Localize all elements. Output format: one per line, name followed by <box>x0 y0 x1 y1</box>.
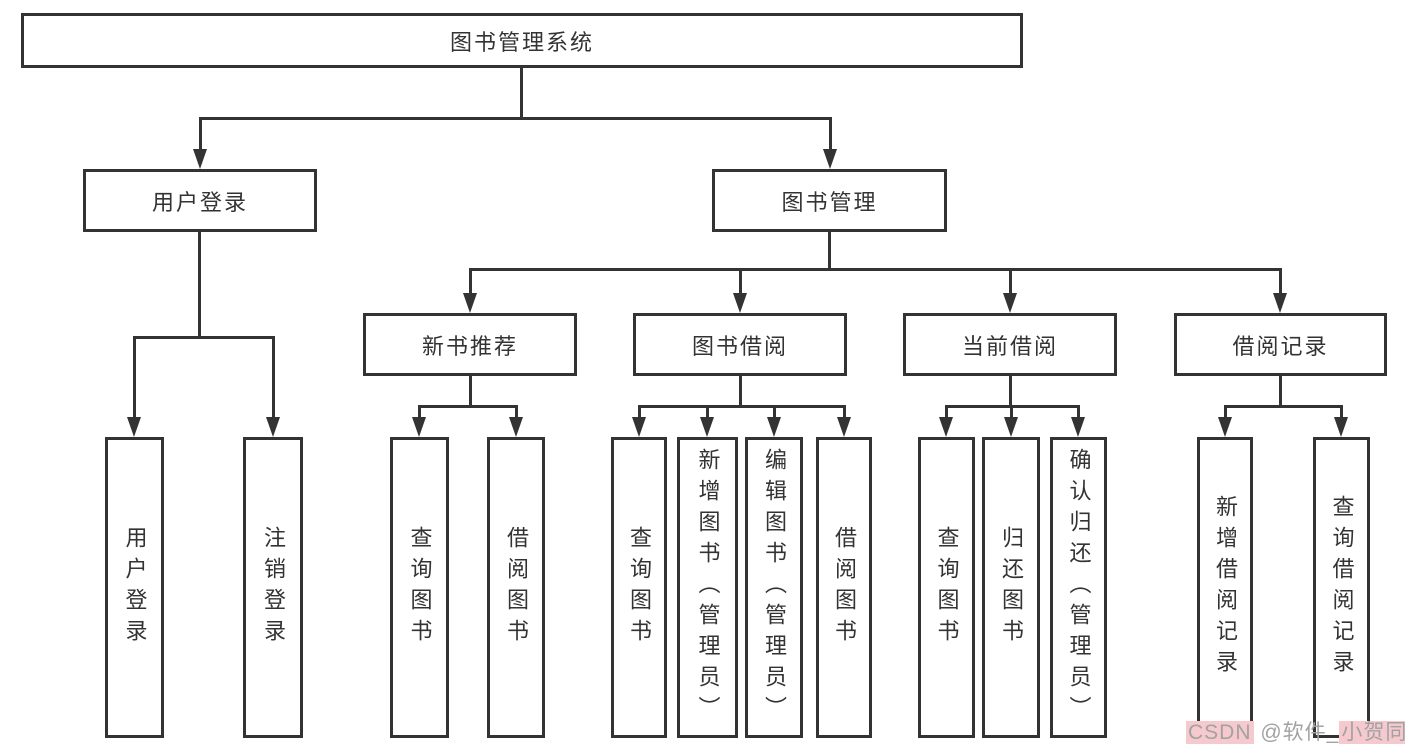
connector-line <box>739 268 742 293</box>
connector-line <box>945 405 948 417</box>
leaf-records-query: 查询借阅记录 <box>1313 437 1370 738</box>
arrow-down-icon <box>1273 293 1287 313</box>
node-borrow-records: 借阅记录 <box>1174 313 1387 376</box>
leaf-logout: 注销登录 <box>243 437 303 738</box>
node-current-borrow: 当前借阅 <box>903 313 1117 376</box>
node-book-borrow-label: 图书借阅 <box>691 333 788 359</box>
watermark-segment: @软件_ <box>1253 721 1340 744</box>
node-root: 图书管理系统 <box>21 13 1023 68</box>
connector-line <box>638 405 641 417</box>
leaf-borrow-add-label: 新增图书（管理员） <box>695 448 721 727</box>
leaf-current-confirm-label: 确认归还（管理员） <box>1066 448 1092 727</box>
connector-line <box>418 405 518 408</box>
arrow-down-icon <box>193 149 207 169</box>
arrow-down-icon <box>463 293 477 313</box>
connector-line <box>1340 405 1343 417</box>
arrow-down-icon <box>266 417 280 437</box>
connector-line <box>469 268 1282 271</box>
arrow-down-icon <box>767 417 781 437</box>
connector-line <box>1279 268 1282 293</box>
connector-line <box>773 405 776 417</box>
arrow-down-icon <box>1071 417 1085 437</box>
leaf-records-add-label: 新增借阅记录 <box>1213 494 1238 681</box>
leaf-newbook-query-label: 查询图书 <box>407 525 433 650</box>
connector-line <box>638 405 846 408</box>
arrow-down-icon <box>509 417 523 437</box>
leaf-borrow-query: 查询图书 <box>611 437 667 738</box>
node-book-borrow: 图书借阅 <box>633 313 847 376</box>
leaf-records-add: 新增借阅记录 <box>1197 437 1253 738</box>
connector-line <box>1009 376 1012 405</box>
node-root-label: 图书管理系统 <box>449 29 594 55</box>
leaf-records-query-label: 查询借阅记录 <box>1329 494 1355 681</box>
arrow-down-icon <box>632 417 646 437</box>
connector-line <box>520 68 523 117</box>
node-new-book-recommend-label: 新书推荐 <box>421 333 518 359</box>
connector-line <box>469 268 472 293</box>
connector-line <box>199 117 832 120</box>
leaf-current-query-label: 查询图书 <box>934 525 960 650</box>
node-book-mgmt-label: 图书管理 <box>781 189 878 215</box>
node-user-login: 用户登录 <box>83 169 317 232</box>
connector-line <box>1077 405 1080 417</box>
leaf-logout-label: 注销登录 <box>261 525 286 650</box>
connector-line <box>706 405 709 417</box>
connector-line <box>1279 376 1282 405</box>
leaf-current-return: 归还图书 <box>982 437 1040 738</box>
leaf-borrow-borrow-label: 借阅图书 <box>832 525 857 650</box>
arrow-down-icon <box>127 417 141 437</box>
csdn-watermark: CSDN @软件_小贺同学 <box>1186 716 1405 746</box>
connector-line <box>1224 405 1343 408</box>
connector-line <box>133 336 275 339</box>
watermark-segment: 小贺同学 <box>1339 721 1405 744</box>
leaf-newbook-query: 查询图书 <box>390 437 449 738</box>
connector-line <box>1009 268 1012 293</box>
node-new-book-recommend: 新书推荐 <box>363 313 577 376</box>
node-borrow-records-label: 借阅记录 <box>1232 333 1329 359</box>
leaf-newbook-borrow: 借阅图书 <box>487 437 545 738</box>
connector-line <box>515 405 518 417</box>
node-current-borrow-label: 当前借阅 <box>961 333 1058 359</box>
connector-line <box>1224 405 1227 417</box>
connector-line <box>843 405 846 417</box>
node-book-mgmt: 图书管理 <box>712 169 947 232</box>
connector-line <box>272 336 275 417</box>
arrow-down-icon <box>939 417 953 437</box>
leaf-borrow-edit-label: 编辑图书（管理员） <box>762 448 787 727</box>
arrow-down-icon <box>700 417 714 437</box>
arrow-down-icon <box>733 293 747 313</box>
connector-line <box>739 376 742 407</box>
arrow-down-icon <box>1334 417 1348 437</box>
watermark-segment: CSDN <box>1186 721 1254 744</box>
leaf-current-return-label: 归还图书 <box>999 525 1024 650</box>
leaf-user-login-label: 用户登录 <box>122 525 148 650</box>
connector-line <box>828 232 831 268</box>
arrow-down-icon <box>412 417 426 437</box>
connector-line <box>1010 405 1013 417</box>
arrow-down-icon <box>823 149 837 169</box>
leaf-current-query: 查询图书 <box>918 437 975 738</box>
leaf-borrow-add: 新增图书（管理员） <box>677 437 738 738</box>
leaf-borrow-edit: 编辑图书（管理员） <box>745 437 803 738</box>
connector-line <box>829 117 832 149</box>
connector-line <box>199 117 202 149</box>
node-user-login-label: 用户登录 <box>151 189 248 215</box>
arrow-down-icon <box>1004 417 1018 437</box>
leaf-user-login: 用户登录 <box>105 437 164 738</box>
connector-line <box>133 336 136 417</box>
connector-line <box>469 376 472 405</box>
arrow-down-icon <box>837 417 851 437</box>
leaf-borrow-borrow: 借阅图书 <box>816 437 872 738</box>
leaf-current-confirm: 确认归还（管理员） <box>1050 437 1107 738</box>
leaf-newbook-borrow-label: 借阅图书 <box>504 525 529 650</box>
arrow-down-icon <box>1003 293 1017 313</box>
arrow-down-icon <box>1218 417 1232 437</box>
connector-line <box>198 232 201 336</box>
connector-line <box>418 405 421 417</box>
leaf-borrow-query-label: 查询图书 <box>627 525 652 650</box>
